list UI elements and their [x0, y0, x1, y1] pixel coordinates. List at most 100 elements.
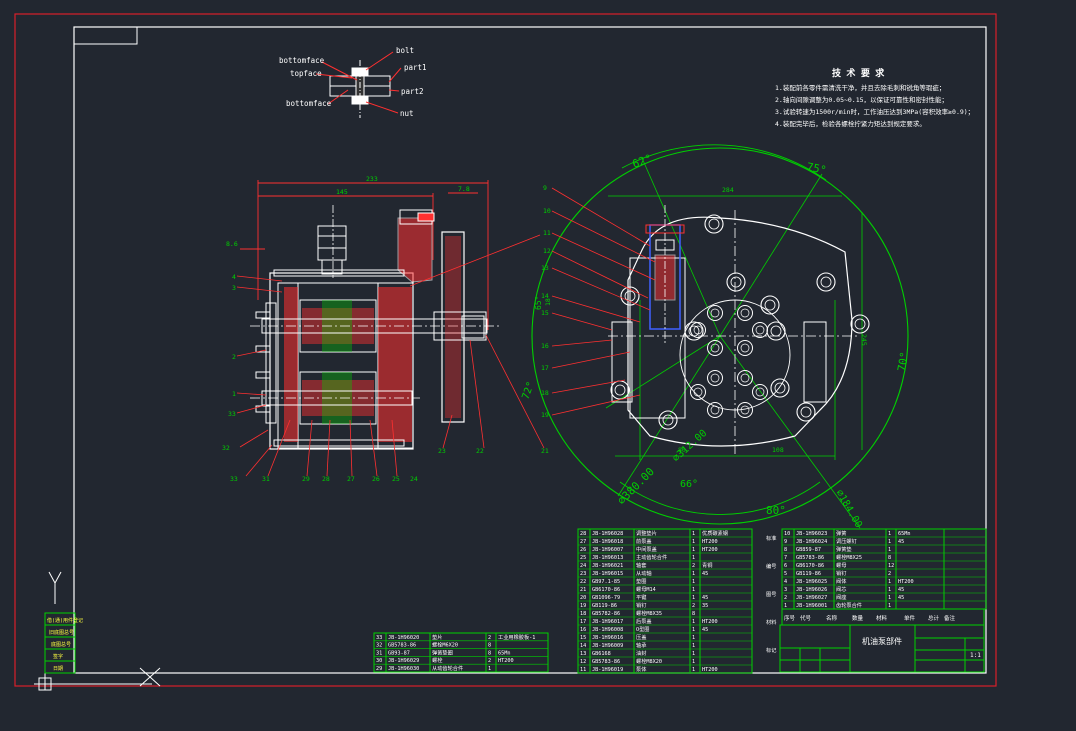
bom-left-cell: 1 — [488, 666, 491, 672]
side-balloon-b28: 28 — [322, 475, 330, 483]
inner-bolt-hole — [690, 322, 706, 338]
bom-mid-cell: 调整垫片 — [636, 529, 657, 537]
outer-bolt-hole — [620, 286, 640, 306]
bom-header-cell: 代号 — [800, 614, 812, 622]
bom-left-border — [373, 632, 549, 673]
dim-base-left: 80 — [678, 446, 686, 454]
dim-front-height: 245 — [860, 334, 868, 346]
callout-part1: part1 — [404, 63, 427, 72]
bom-left-cell: 从动齿轮合件 — [432, 664, 463, 672]
bom-mid-cell: JB-1H96013 — [592, 555, 623, 561]
bom-left-cell: 工业用橡胶板-1 — [498, 633, 535, 641]
inner-bolt-hole-core — [740, 373, 750, 383]
bom-right-cell: 阀座 — [836, 593, 846, 601]
callout-bottomface-bottom: bottomface — [286, 99, 332, 108]
callout-part2: part2 — [401, 87, 424, 96]
bom-right-cell: 9 — [784, 539, 787, 545]
bom-right-cell: 2 — [888, 571, 891, 577]
inner-bolt-hole — [707, 370, 723, 386]
title-block — [779, 624, 985, 673]
bom-right-cell: 弹簧 — [836, 529, 846, 537]
dim-left-small: 8.6 — [226, 240, 238, 248]
bom-left-cell: JB-1H96029 — [388, 658, 419, 664]
bom-right-cell: 1 — [888, 547, 891, 553]
bom-mid-cell: JB-1H96028 — [592, 531, 623, 537]
bom-mid-cell: JB-1H96018 — [592, 539, 623, 545]
bom-header-cell: 单件 — [904, 614, 916, 622]
bom-mid-cell: JB-1H96008 — [592, 627, 623, 633]
bom-right-cell: GB5783-86 — [796, 555, 824, 561]
front-balloon-10: 10 — [543, 207, 551, 215]
inner-frame — [73, 26, 987, 674]
dim-angle-62: 62° — [631, 152, 654, 171]
bom-mid-cell: GB5782-86 — [592, 611, 620, 617]
stamp-label-3: 底图总号 — [51, 641, 71, 648]
bom-right-cell: 1 — [888, 531, 891, 537]
stamp-label-2: 旧底图总号 — [49, 629, 74, 636]
bom-mid-cell: 21 — [580, 587, 586, 593]
outer-bolt-hole-inner — [662, 414, 674, 426]
bom-mid-cell: GB6170-86 — [592, 587, 620, 593]
dim-angle-80: 80° — [766, 504, 786, 517]
callout-bolt: bolt — [396, 46, 414, 55]
dim-angle-70: 70° — [895, 351, 911, 373]
front-balloon-16: 16 — [541, 342, 549, 350]
side-balloon-b27: 27 — [347, 475, 355, 483]
bom-mid-cell: 平键 — [636, 593, 646, 601]
outer-bolt-hole-inner — [820, 276, 832, 288]
side-balloon-b33: 33 — [230, 475, 238, 483]
bom-mid-cell: 14 — [580, 643, 586, 649]
bom-mid-cell: 22 — [580, 579, 586, 585]
bom-right-cell: GB119-86 — [796, 571, 821, 577]
bom-right-cell: JB-1H96023 — [796, 531, 827, 537]
bom-mid-cell: GB6168 — [592, 651, 611, 657]
inner-bolt-hole-core — [710, 343, 720, 353]
bom-mid-cell: 1 — [692, 651, 695, 657]
bom-mid-cell: JB-1H96019 — [592, 667, 623, 673]
front-balloon-12: 12 — [543, 247, 551, 255]
bom-right-cell: 3 — [784, 587, 787, 593]
bom-header-cell: 数量 — [852, 614, 864, 622]
bom-mid-cell: GB5783-86 — [592, 659, 620, 665]
dim-dia-380: ∅380.00 — [615, 465, 657, 507]
bom-right-cell: 1 — [888, 603, 891, 609]
bom-mid-cell: 压盖 — [636, 633, 646, 641]
bom-mid-cell: 1 — [692, 659, 695, 665]
bom-mid-cell: 16 — [580, 627, 586, 633]
dim-front-width: 284 — [722, 186, 734, 194]
bom-mid-cell: 11 — [580, 667, 586, 673]
dim-v-18: 18 — [544, 298, 552, 306]
bom-right-cell: HT200 — [898, 579, 914, 585]
bom-right-cell: 4 — [784, 579, 787, 585]
bom-left-cell: 2 — [488, 635, 491, 641]
inner-bolt-hole-core — [693, 325, 703, 335]
inner-bolt-hole-core — [740, 308, 750, 318]
bom-right-cell: 8 — [784, 547, 787, 553]
bom-header-cell: 序号 — [784, 614, 796, 622]
bom-mid-cell: 1 — [692, 635, 695, 641]
callout-nut: nut — [400, 109, 414, 118]
outer-bolt-hole — [796, 402, 816, 422]
bom-mid-cell: 15 — [580, 635, 586, 641]
bom-mid-cell: 1 — [692, 531, 695, 537]
bom-mid-cell: HT200 — [702, 619, 718, 625]
dim-dia-184: ∅184.00 — [833, 488, 864, 530]
bom-mid-cell: GB1096-79 — [592, 595, 620, 601]
inner-bolt-hole-core — [693, 387, 703, 397]
bom-mid-cell: 2 — [692, 563, 695, 569]
bom-mid-cell: HT200 — [702, 547, 718, 553]
inner-bolt-hole — [737, 340, 753, 356]
front-balloon-14: 14 — [541, 292, 549, 300]
bom-right-cell: 8 — [888, 555, 891, 561]
inner-bolt-hole-core — [755, 325, 765, 335]
side-balloon-33: 33 — [228, 410, 236, 418]
bom-left-cell: 8 — [488, 650, 491, 656]
bom-left-cell: 螺栓 — [432, 656, 443, 664]
front-balloon-9: 9 — [543, 184, 547, 192]
bom-right-cell: JB-1H96001 — [796, 603, 827, 609]
bom-left-cell: 29 — [376, 666, 382, 672]
bom-side-mark: 标记 — [766, 646, 776, 654]
